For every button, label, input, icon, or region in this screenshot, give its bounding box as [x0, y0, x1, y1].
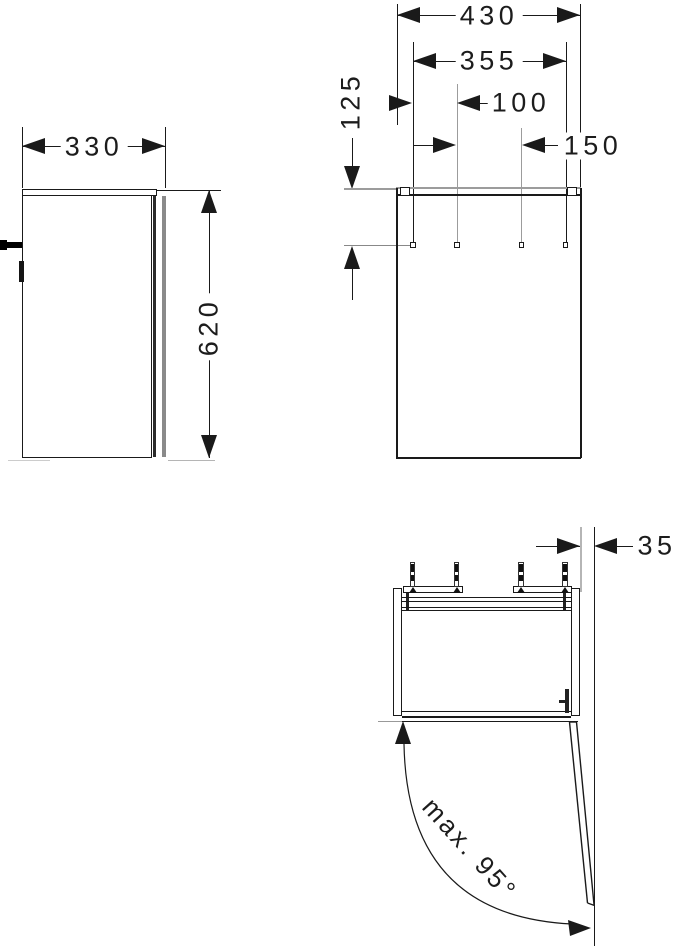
arrowhead-right-icon [142, 138, 165, 154]
mounting-hole [410, 242, 416, 248]
wall-bracket-arm [0, 242, 22, 248]
witness-line [21, 127, 23, 188]
witness-line [412, 42, 414, 243]
door-closed-plane-ext [378, 721, 403, 722]
back-panel-line [402, 610, 571, 611]
back-panel-line [402, 597, 571, 598]
arrowhead-left-icon [594, 538, 617, 554]
back-panel-line [402, 600, 571, 602]
cabinet-top-edge [396, 194, 581, 196]
arrowhead-left-icon [397, 7, 420, 23]
arrowhead-right-icon [543, 53, 566, 69]
hanger-pin-screw [563, 575, 567, 581]
witness-line [344, 244, 411, 246]
hinge-plate [405, 593, 409, 610]
mounting-rail-left [403, 586, 463, 593]
dimension-label-35: 35 [633, 532, 681, 560]
arrowhead-up-icon [395, 721, 411, 744]
cabinet-right-edge [579, 188, 582, 458]
dimension-label-430: 430 [455, 2, 523, 30]
mounting-clip-right [567, 186, 577, 196]
dimension-label-125: 125 [336, 67, 366, 135]
cabinet-top-edge-grey [396, 186, 581, 189]
dimension-line-150 [413, 144, 438, 146]
hanger-pin-screw [410, 564, 415, 572]
door-hinge-arm [565, 689, 569, 713]
door-swing-plane-line [593, 527, 595, 946]
open-door-edge [575, 721, 595, 905]
rail-mark-icon [517, 586, 525, 593]
arrowhead-down-icon [201, 435, 217, 458]
dimension-label-620: 620 [194, 293, 224, 361]
arrowhead-left-icon [522, 137, 545, 153]
rail-mark-icon [561, 586, 569, 593]
dimension-label-100: 100 [487, 89, 555, 117]
hanger-pin-screw [519, 575, 523, 581]
dimension-leader [480, 102, 492, 104]
wall-bracket-head [0, 239, 7, 250]
mounting-clip-left [400, 186, 410, 196]
dimension-leader [545, 144, 558, 146]
witness-line [580, 4, 581, 188]
door-front-panel [161, 196, 166, 457]
cabinet-left-edge [395, 188, 398, 458]
rail-mark-icon [408, 586, 417, 593]
rail-mark-icon [452, 586, 461, 593]
mounting-hole [454, 242, 460, 248]
plan-right-wall [570, 588, 580, 716]
hanger-pin-screw [410, 575, 415, 581]
arrowhead-right-icon [433, 137, 456, 153]
dimension-leader [351, 269, 353, 300]
mounting-rail-right [513, 586, 572, 593]
witness-line [580, 527, 582, 592]
arrowhead-right-icon [557, 538, 580, 554]
door-closed-plane [402, 720, 578, 723]
witness-line [164, 127, 166, 188]
mounting-hole [562, 242, 568, 248]
witness-line [168, 459, 215, 461]
dimension-label-150: 150 [559, 132, 627, 160]
back-panel-line [402, 606, 571, 608]
arrowhead-right-icon [557, 7, 580, 23]
witness-line [456, 84, 458, 243]
arrowhead-left-icon [22, 138, 45, 154]
front-edge-line [402, 711, 571, 712]
cabinet-bottom-edge [396, 456, 581, 459]
arrowhead-right-icon [568, 920, 591, 936]
arrowhead-left-icon [413, 53, 436, 69]
arrowhead-down-icon [344, 166, 360, 189]
arrowhead-right-icon [389, 95, 412, 111]
open-door-edge [568, 721, 589, 904]
hinge-plate [562, 593, 566, 610]
dimension-label-330: 330 [60, 133, 128, 161]
witness-line [396, 4, 398, 125]
dimension-leader [617, 545, 633, 547]
door-back-line [152, 196, 156, 457]
dimension-label-355: 355 [455, 47, 523, 75]
plan-left-wall [393, 588, 402, 716]
hanging-rail [19, 261, 24, 282]
mounting-hole [518, 242, 524, 248]
witness-line [344, 188, 397, 190]
witness-line [157, 189, 221, 191]
arrowhead-up-icon [344, 246, 360, 269]
swing-arc [403, 743, 573, 925]
door-hinge-foot [559, 700, 566, 703]
floor-line [8, 460, 50, 461]
hanger-pin-screw [454, 575, 459, 581]
arrowhead-left-icon [457, 95, 480, 111]
arrowhead-up-icon [201, 190, 217, 213]
cabinet-side-body [22, 195, 152, 458]
hanger-pin-screw [454, 564, 459, 572]
hanger-pin-screw [563, 564, 567, 572]
hanger-pin-screw [519, 564, 523, 572]
front-edge-line [402, 716, 571, 718]
witness-line [521, 128, 522, 243]
dimension-line-125 [351, 138, 353, 168]
open-door-cap [587, 902, 595, 907]
